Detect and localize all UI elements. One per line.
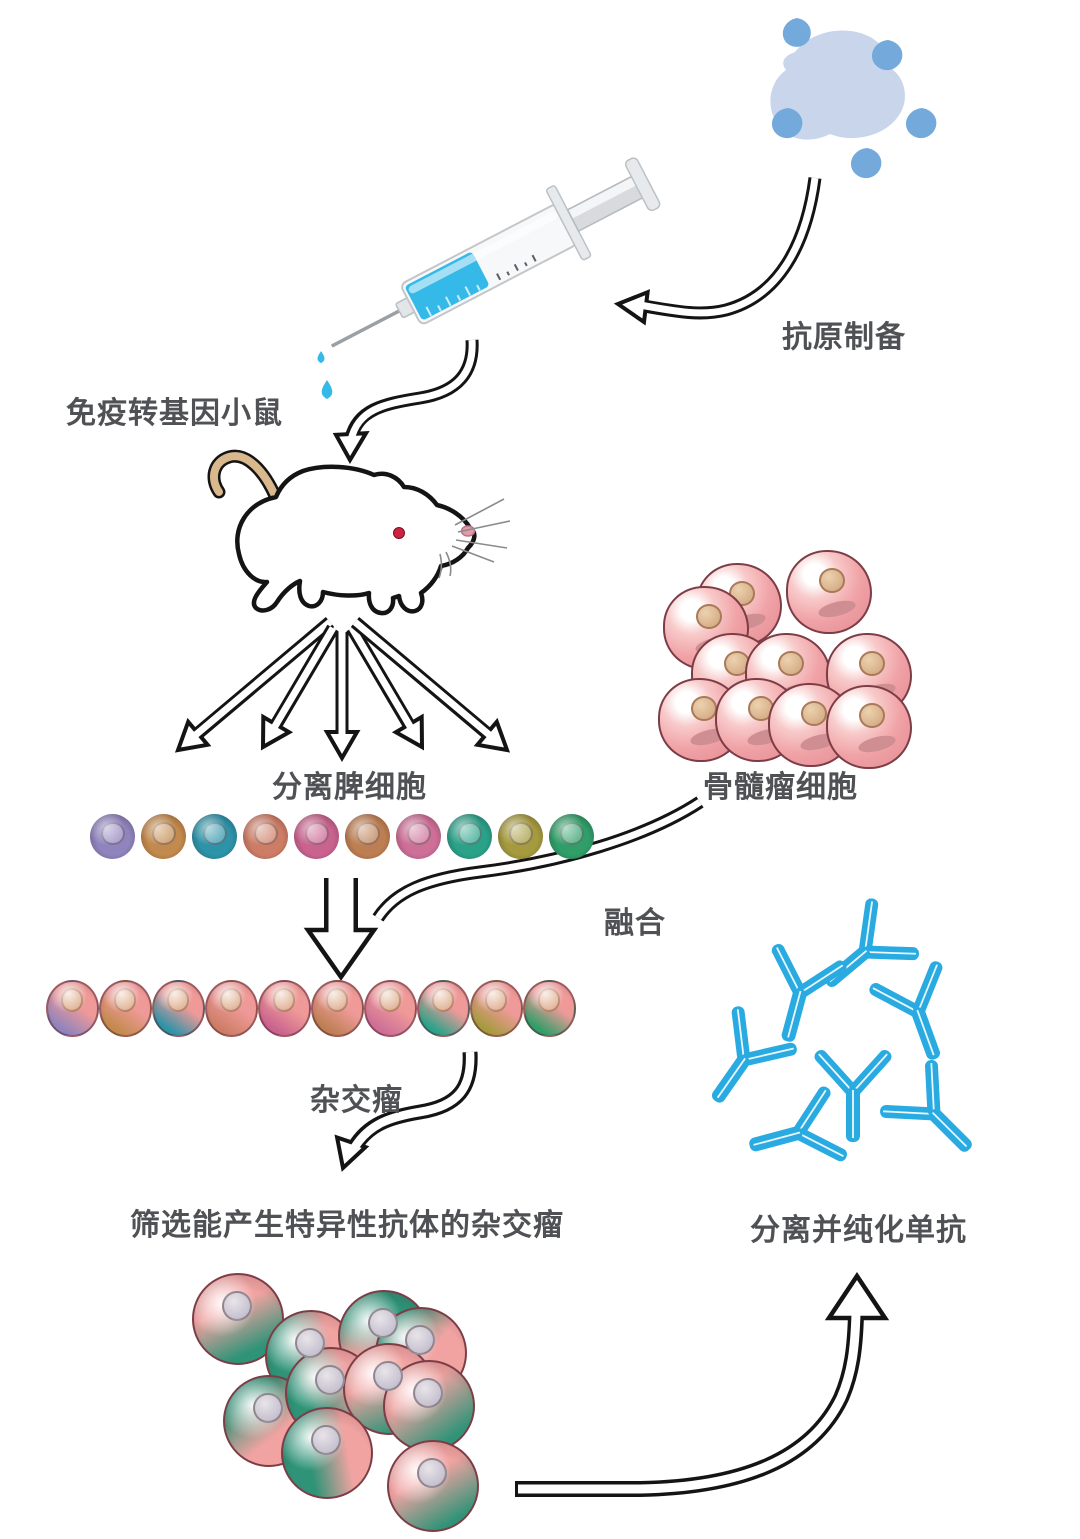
arrow-hybridoma-to-screening bbox=[334, 1051, 478, 1172]
label-isolate-spleen: 分离脾细胞 bbox=[272, 771, 427, 804]
spleen-cell-row bbox=[90, 814, 594, 859]
hybridoma-cell bbox=[417, 980, 470, 1037]
antigen-icon bbox=[770, 18, 937, 179]
hybridoma-cell bbox=[470, 980, 523, 1037]
spleen-cell bbox=[90, 814, 135, 859]
selected-hybridoma-cell bbox=[281, 1407, 373, 1499]
hybridoma-cell bbox=[46, 980, 99, 1037]
label-purify-mab: 分离并纯化单抗 bbox=[750, 1214, 967, 1247]
myeloma-cell-cluster bbox=[655, 545, 935, 790]
antibody-icon bbox=[739, 1081, 852, 1186]
hybridoma-cell bbox=[152, 980, 205, 1037]
hybridoma-cell bbox=[523, 980, 576, 1037]
arrow-syringe-to-mouse bbox=[332, 339, 479, 465]
arrow-antigen-to-syringe bbox=[613, 177, 822, 326]
spleen-cell bbox=[549, 814, 594, 859]
arrow-fan-mouse-to-spleen bbox=[174, 617, 511, 763]
arrow-fusion bbox=[303, 796, 704, 981]
label-fusion: 融合 bbox=[604, 907, 666, 940]
spleen-cell bbox=[447, 814, 492, 859]
spleen-cell bbox=[192, 814, 237, 859]
hybridoma-cell-row bbox=[46, 980, 576, 1037]
mouse-icon bbox=[207, 449, 511, 616]
myeloma-cell bbox=[786, 550, 872, 634]
selected-hybridoma-cluster bbox=[192, 1273, 535, 1539]
antibody-group bbox=[681, 892, 999, 1186]
spleen-cell bbox=[345, 814, 390, 859]
selected-hybridoma-cell bbox=[387, 1440, 479, 1532]
antibody-icon bbox=[747, 939, 852, 1052]
spleen-cell bbox=[498, 814, 543, 859]
liquid-drops bbox=[317, 351, 333, 399]
hybridoma-cell bbox=[258, 980, 311, 1037]
syringe-icon bbox=[330, 157, 661, 348]
label-antigen-prep: 抗原制备 bbox=[782, 321, 906, 354]
hybridoma-cell bbox=[99, 980, 152, 1037]
antibody-icon bbox=[800, 892, 926, 1016]
antibody-icon bbox=[873, 1053, 999, 1179]
label-screening: 筛选能产生特异性抗体的杂交瘤 bbox=[130, 1209, 564, 1242]
arrow-selected-to-purified bbox=[515, 1271, 890, 1497]
spleen-cell bbox=[243, 814, 288, 859]
myeloma-cell bbox=[826, 685, 912, 769]
hybridoma-cell bbox=[364, 980, 417, 1037]
label-hybridoma: 杂交瘤 bbox=[310, 1084, 403, 1117]
antibody-icon bbox=[681, 1000, 804, 1125]
spleen-cell bbox=[294, 814, 339, 859]
hybridoma-cell bbox=[205, 980, 258, 1037]
label-immunize-mouse: 免疫转基因小鼠 bbox=[66, 397, 283, 430]
spleen-cell bbox=[141, 814, 186, 859]
label-myeloma: 骨髓瘤细胞 bbox=[703, 771, 858, 804]
spleen-cell bbox=[396, 814, 441, 859]
hybridoma-cell bbox=[311, 980, 364, 1037]
